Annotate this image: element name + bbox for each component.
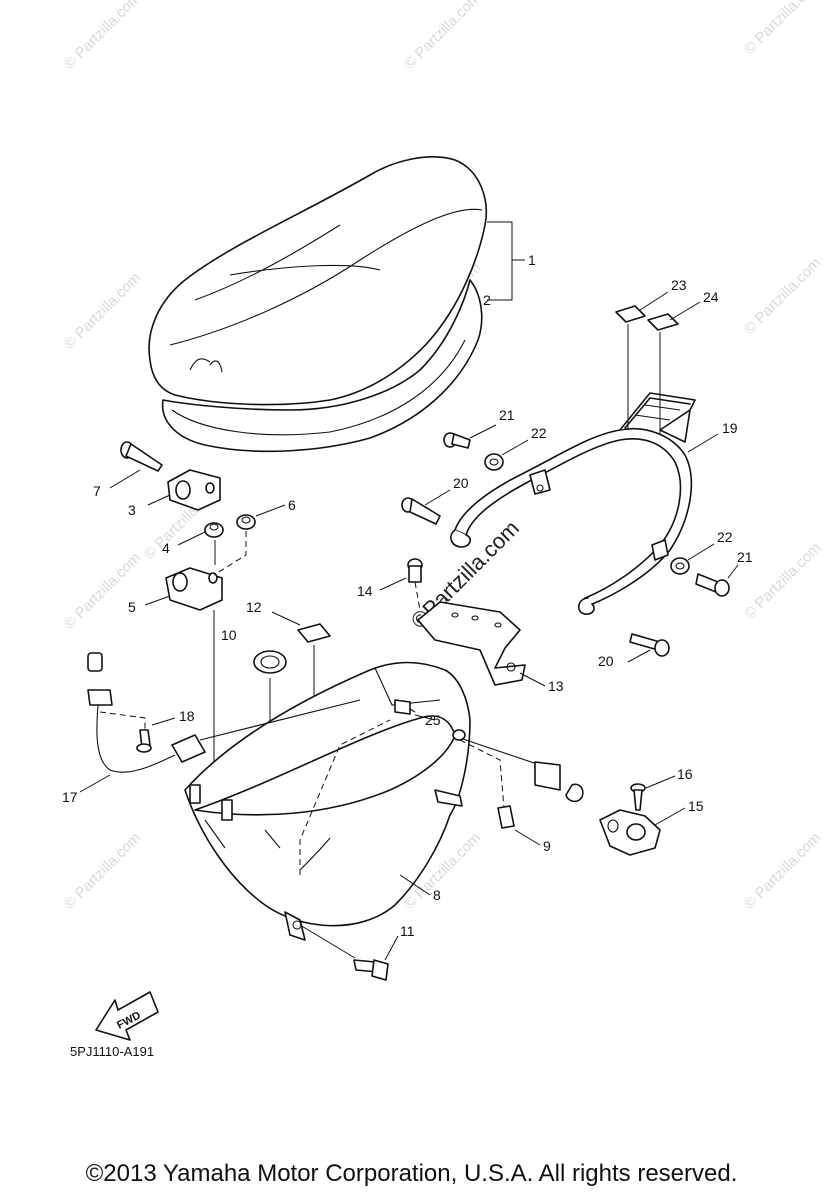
fwd-arrow: FWD: [95, 991, 159, 1041]
watermark: © Partzilla.com: [401, 0, 484, 73]
label-12: [297, 623, 331, 643]
bolt-20-lower: [629, 633, 670, 657]
callout-24: 24: [703, 289, 719, 305]
callout-22-lower: 22: [717, 529, 733, 545]
callout-17: 17: [62, 789, 78, 805]
hinge-5: [165, 567, 223, 611]
label-23: [615, 305, 646, 323]
bolt-21-upper: [443, 432, 471, 449]
callout-10: 10: [221, 627, 237, 643]
callout-6: 6: [288, 497, 296, 513]
callout-13: 13: [548, 678, 564, 694]
diagram-code: 5PJ1110-A191: [70, 1044, 154, 1059]
callout-21-upper: 21: [499, 407, 515, 423]
callout-5: 5: [128, 599, 136, 615]
grab-bar-19: [450, 392, 696, 615]
callout-20-lower: 20: [598, 653, 614, 669]
callout-1: 1: [528, 252, 536, 268]
bolt-14: [407, 558, 423, 583]
callout-2: 2: [483, 292, 491, 308]
watermark: © Partzilla.com: [741, 0, 823, 58]
label-24: [647, 313, 679, 331]
callout-16: 16: [677, 766, 693, 782]
watermark: © Partzilla.com: [741, 539, 823, 622]
seat: [148, 156, 487, 406]
callout-3: 3: [128, 502, 136, 518]
watermark: © Partzilla.com: [61, 829, 144, 912]
watermark: © Partzilla.com: [61, 0, 144, 73]
watermark: © Partzilla.com: [741, 829, 823, 912]
screw-16: [630, 783, 646, 811]
nut-6: [236, 514, 256, 530]
seat-seal: [161, 279, 483, 453]
callout-8: 8: [433, 887, 441, 903]
bolt-21-lower: [695, 573, 730, 597]
callout-15: 15: [688, 798, 704, 814]
callout-18: 18: [179, 708, 195, 724]
callout-23: 23: [671, 277, 687, 293]
callout-20-upper: 20: [453, 475, 469, 491]
bolt-20-upper: [401, 497, 441, 525]
lock-15: [599, 809, 661, 856]
callout-21-lower: 21: [737, 549, 753, 565]
callout-14: 14: [357, 583, 373, 599]
clip-9: [497, 805, 515, 829]
screw-18: [136, 729, 152, 753]
callout-19: 19: [722, 420, 738, 436]
callout-4: 4: [162, 540, 170, 556]
storage-box: [184, 661, 471, 941]
cable-right: [452, 729, 584, 803]
bolt-11: [353, 959, 389, 981]
watermark: © Partzilla.com: [61, 269, 144, 352]
callout-12: 12: [246, 599, 262, 615]
watermark: © Partzilla.com: [61, 549, 144, 632]
callout-25: 25: [425, 712, 441, 728]
grommet-10: [253, 650, 287, 674]
washer-22-lower: [670, 557, 690, 575]
nut-4: [204, 522, 224, 538]
callout-22-upper: 22: [531, 425, 547, 441]
callout-11: 11: [400, 923, 415, 939]
watermark: © Partzilla.com: [741, 254, 823, 337]
washer-22-upper: [484, 453, 504, 471]
callout-9: 9: [543, 838, 551, 854]
cable-17: [87, 652, 361, 773]
hinge-3: [167, 469, 221, 511]
bracket-13: [417, 601, 526, 686]
copyright-notice: ©2013 Yamaha Motor Corporation, U.S.A. A…: [85, 1160, 738, 1187]
callout-7: 7: [93, 483, 101, 499]
bolt-7: [120, 441, 163, 472]
